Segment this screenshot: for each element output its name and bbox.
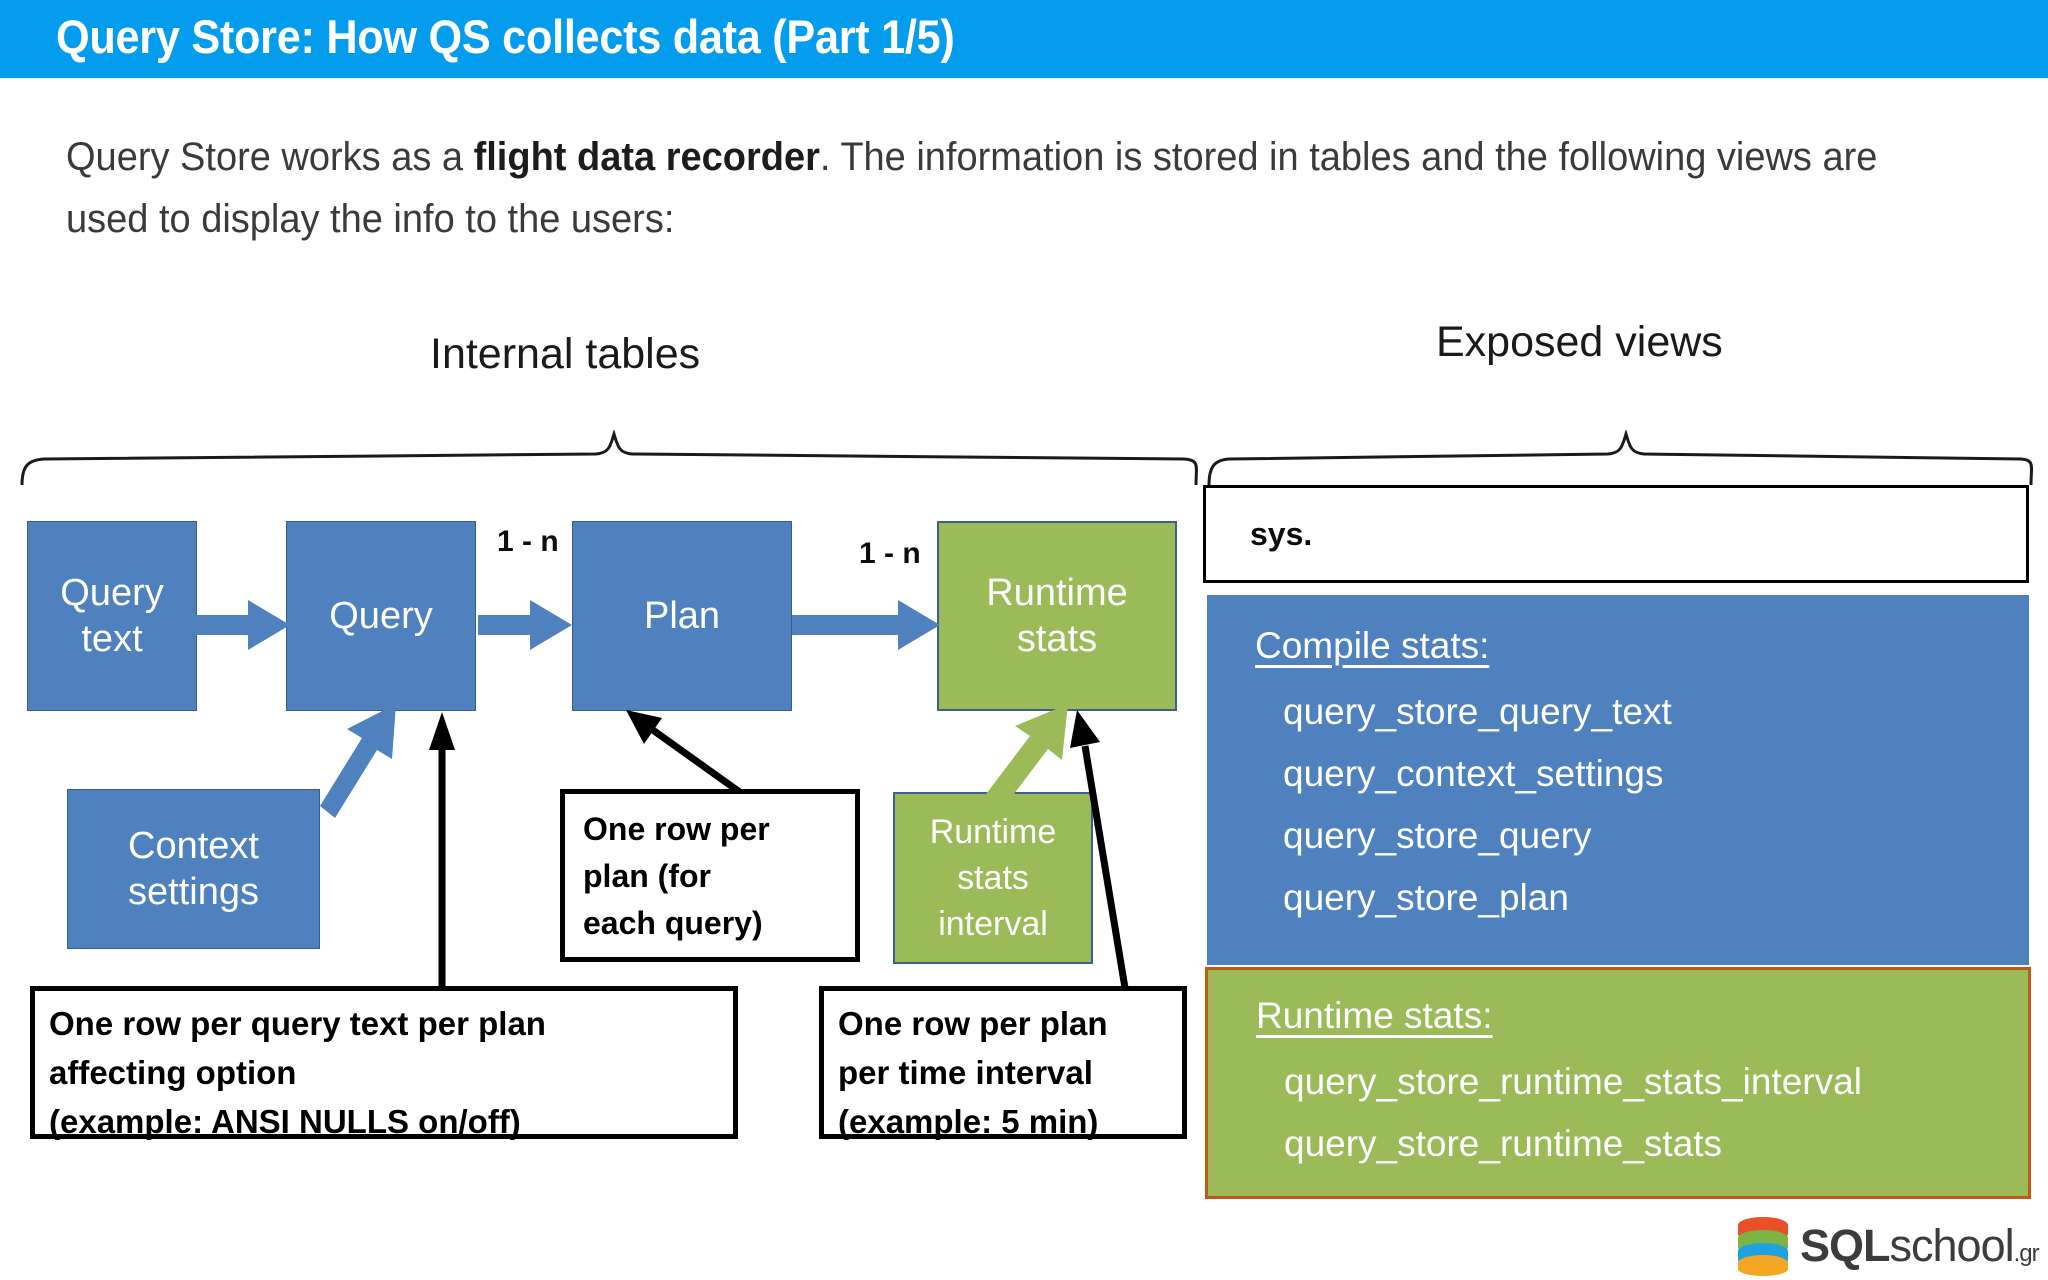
table-box-context-settings[interactable]: Context settings [67, 789, 320, 949]
callout-qtext-line3: (example: ANSI NULLS on/off) [49, 1103, 521, 1140]
arrow-plan-to-runtime-stats-icon [792, 600, 940, 650]
table-box-query-text-line1: Query [60, 572, 164, 614]
table-box-runtime-stats-line1: Runtime [986, 572, 1128, 614]
table-box-rt-interval-line1: Runtime [929, 813, 1057, 851]
view-name-item[interactable]: query_store_query [1283, 815, 1592, 856]
table-box-query-text-line2: text [81, 618, 143, 660]
views-panel-compile-stats: Compile stats: query_store_query_text qu… [1207, 595, 2029, 965]
callout-plan-line3: each query) [583, 905, 763, 941]
view-name-item[interactable]: query_store_runtime_stats [1284, 1123, 1723, 1164]
view-name-item[interactable]: query_store_query_text [1283, 691, 1672, 732]
callout-qtext-line2: affecting option [49, 1054, 297, 1091]
arrow-query-text-to-query-icon [196, 600, 290, 650]
callout-one-row-per-time-interval: One row per plan per time interval (exam… [819, 986, 1187, 1140]
logo-tld: .gr [2013, 1240, 2040, 1267]
schema-prefix-label: sys. [1250, 515, 1313, 552]
arrow-query-to-plan-icon [478, 600, 572, 650]
arrow-rt-interval-to-runtime-stats-icon [980, 706, 1068, 815]
callout-time-line3: (example: 5 min) [838, 1103, 1099, 1140]
table-box-rt-interval-line2: stats [957, 859, 1029, 897]
table-box-runtime-stats-interval[interactable]: Runtime stats interval [893, 792, 1093, 964]
callout-plan-line2: plan (for [583, 858, 711, 894]
intro-paragraph: Query Store works as a flight data recor… [66, 126, 1890, 250]
arrow-context-settings-to-query-icon [320, 710, 396, 818]
callout-one-row-per-plan: One row per plan (for each query) [560, 789, 860, 962]
logo-sql: SQL [1800, 1220, 1891, 1271]
view-name-item[interactable]: query_store_runtime_stats_interval [1284, 1061, 1862, 1102]
callout-one-row-per-query-text: One row per query text per plan affectin… [30, 986, 738, 1140]
table-box-context-settings-line2: settings [128, 871, 259, 913]
section-heading-exposed-views: Exposed views [1436, 318, 1723, 366]
table-box-plan[interactable]: Plan [572, 521, 792, 711]
section-heading-internal-tables: Internal tables [430, 330, 701, 378]
cardinality-label-query-plan: 1 - n [497, 525, 559, 558]
views-panel-schema-header: sys. [1203, 485, 2029, 583]
leader-arrow-plan-callout-icon [626, 710, 751, 801]
table-box-runtime-stats-line2: stats [1016, 618, 1098, 660]
brace-internal-tables [20, 430, 1198, 486]
sqlschool-logo: SQLschool.gr [1736, 1216, 2040, 1276]
view-name-item[interactable]: query_context_settings [1283, 753, 1664, 794]
intro-text-part2: . The information is stored in tables an… [66, 135, 1878, 241]
views-panel-runtime-stats: Runtime stats: query_store_runtime_stats… [1205, 967, 2031, 1199]
view-name-item[interactable]: query_store_plan [1283, 877, 1569, 918]
page-title: Query Store: How QS collects data (Part … [56, 10, 955, 63]
leader-arrow-time-interval-callout-icon [1070, 710, 1130, 995]
table-box-rt-interval-line3: interval [938, 905, 1048, 943]
table-box-query-text[interactable]: Query text [27, 521, 197, 711]
table-box-query[interactable]: Query [286, 521, 476, 711]
leader-arrow-query-text-callout-icon [429, 712, 455, 996]
table-box-context-settings-line1: Context [128, 825, 259, 867]
logo-school: school [1889, 1220, 2015, 1271]
database-cylinder-icon [1738, 1217, 1788, 1276]
callout-plan-line1: One row per [583, 811, 770, 847]
callout-time-line2: per time interval [838, 1054, 1093, 1091]
table-box-runtime-stats[interactable]: Runtime stats [937, 521, 1177, 711]
brace-exposed-views [1207, 430, 2034, 486]
table-box-plan-line1: Plan [643, 595, 721, 637]
logo-wordmark: SQLschool.gr [1800, 1220, 2040, 1272]
runtime-stats-title: Runtime stats: [1256, 995, 1493, 1036]
table-box-query-line1: Query [329, 595, 433, 637]
intro-text-part1: Query Store works as a [66, 135, 474, 179]
cardinality-label-plan-runtime: 1 - n [859, 537, 921, 570]
callout-time-line1: One row per plan [838, 1005, 1108, 1042]
intro-text-emphasis: flight data recorder [473, 135, 820, 179]
compile-stats-title: Compile stats: [1255, 625, 1490, 666]
callout-qtext-line1: One row per query text per plan [49, 1005, 546, 1042]
slide-title-bar: Query Store: How QS collects data (Part … [0, 0, 2048, 78]
